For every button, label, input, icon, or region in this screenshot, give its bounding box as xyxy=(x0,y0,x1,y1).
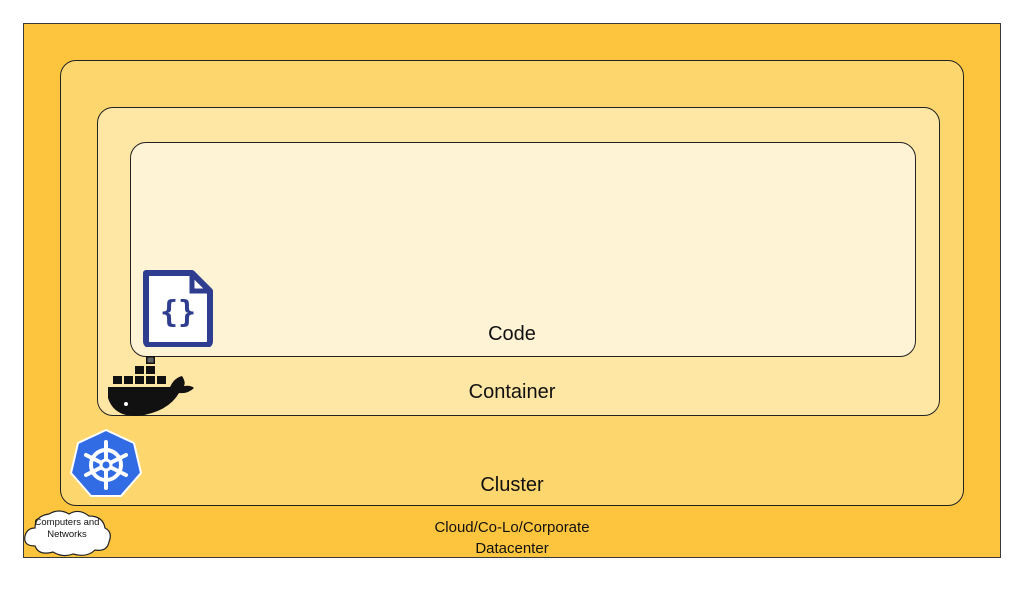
network-label-line2: Networks xyxy=(47,529,87,540)
code-box xyxy=(130,142,916,357)
datacenter-label-line2: Datacenter xyxy=(475,540,549,557)
cluster-label: Cluster xyxy=(480,474,544,496)
container-label: Container xyxy=(468,381,556,403)
code-file-icon: {} xyxy=(143,270,213,347)
network-label-line1: Computers and xyxy=(34,517,100,528)
docker-whale-icon xyxy=(108,356,194,417)
cloud-icon xyxy=(24,510,111,557)
datacenter-label: Cloud/Co-Lo/Corporate Datacenter xyxy=(380,517,644,559)
network-label: Computers and Networks xyxy=(23,517,111,541)
datacenter-label-line1: Cloud/Co-Lo/Corporate xyxy=(434,519,590,536)
svg-text:{}: {} xyxy=(160,295,196,330)
kubernetes-helm-icon xyxy=(70,429,142,497)
code-label: Code xyxy=(488,323,536,345)
